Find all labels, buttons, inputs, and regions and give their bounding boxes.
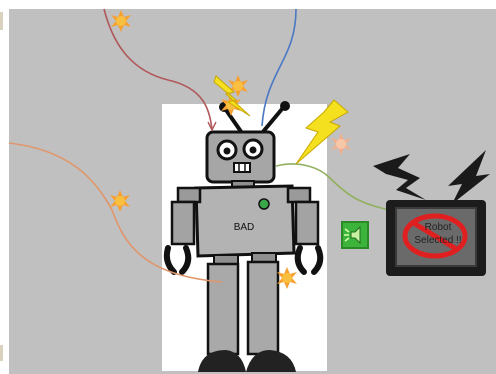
tv-message-line2: Selected !! xyxy=(405,234,471,247)
tv-message-line1: Robot xyxy=(405,221,471,234)
tv-message: Robot Selected !! xyxy=(405,221,471,247)
